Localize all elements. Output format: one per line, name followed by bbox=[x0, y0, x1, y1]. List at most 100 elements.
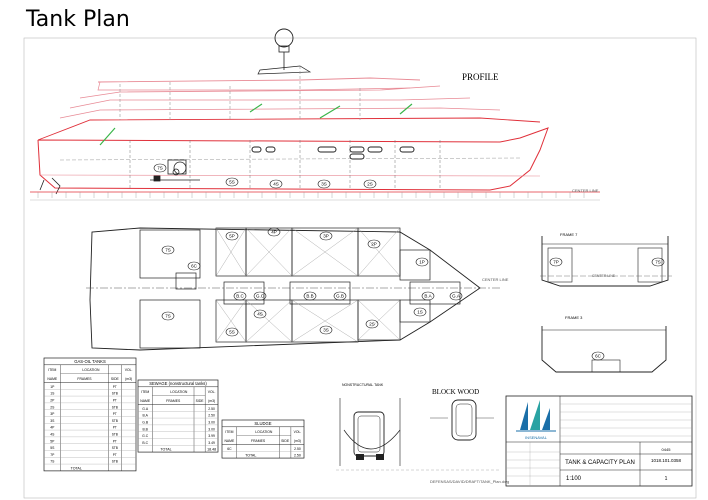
plan-tank-tag-stbd: 5P bbox=[229, 234, 235, 239]
table-header: LOCATION bbox=[255, 430, 273, 434]
table-cell: 3.00 bbox=[208, 427, 215, 431]
profile-center-line-label: CENTER LINE bbox=[572, 188, 599, 193]
table-cell: 3.00 bbox=[208, 420, 215, 424]
section-frame-3: FRAME 3 6C bbox=[541, 315, 667, 373]
table-cell: 2.50 bbox=[208, 407, 215, 411]
table-cell: 5P bbox=[50, 439, 55, 443]
plan-tank-tag-center: B.A bbox=[424, 294, 431, 299]
table-title: SEWAGE (nonstructural tanks) bbox=[149, 381, 207, 386]
plan-tank-tag-port: 7S bbox=[165, 314, 171, 319]
table-total-label: TOTAL bbox=[160, 448, 171, 452]
table-cell: 7P bbox=[50, 453, 55, 457]
project-number: 0445 bbox=[662, 447, 672, 452]
table-cell: STB bbox=[112, 405, 118, 409]
table-header: FRAMES bbox=[251, 439, 266, 443]
profile-tank-tag: 5S bbox=[229, 180, 235, 185]
table-header: ITEM bbox=[225, 430, 233, 434]
plan-tank-tag-center: G.C bbox=[256, 294, 265, 299]
plan-tank-tag-center: G.A bbox=[452, 294, 460, 299]
drawing-border bbox=[23, 37, 697, 499]
table-header: VOL. bbox=[125, 368, 133, 372]
plan-tank-tag-port: 2S bbox=[369, 322, 375, 327]
table-cell: 2.50 bbox=[208, 414, 215, 418]
table-header: (m3) bbox=[294, 439, 301, 443]
table-cell: 4S bbox=[50, 432, 55, 436]
nonstructural-tank-label: NONSTRUCTURAL TANK bbox=[342, 383, 384, 387]
table-cell: 1S bbox=[50, 392, 55, 396]
table-cell: PT bbox=[113, 439, 117, 443]
plan-tank-tag-stbd: 1P bbox=[419, 260, 425, 265]
table-header: SIDE bbox=[196, 399, 205, 403]
table-cell: 1P bbox=[50, 385, 55, 389]
plan-tank-tag-stbd: 7S bbox=[165, 248, 171, 253]
plan-tank-tag-stbd: 4P bbox=[271, 230, 277, 235]
company-name: INSENAVAL bbox=[525, 435, 548, 440]
table-total-value: 2.50 bbox=[294, 454, 301, 458]
table-header: NAME bbox=[47, 377, 58, 381]
plan-tank-tag-stbd: 6C bbox=[191, 264, 198, 269]
table-cell: STB bbox=[112, 392, 118, 396]
sewage-table: SEWAGE (nonstructural tanks)ITEMNAMELOCA… bbox=[137, 379, 219, 453]
block-wood-label: BLOCK WOOD bbox=[432, 388, 479, 396]
table-header: LOCATION bbox=[170, 390, 188, 394]
section-1-center-line: CENTER LINE bbox=[592, 274, 616, 278]
table-cell: PT bbox=[113, 412, 117, 416]
table-cell: 3S bbox=[50, 419, 55, 423]
plan-tank-tag-center: B.B bbox=[306, 294, 313, 299]
table-header: (m3) bbox=[208, 399, 215, 403]
table-total-value: 18.48 bbox=[207, 448, 216, 452]
sheet-number: 1 bbox=[665, 476, 668, 482]
table-header: ITEM bbox=[48, 368, 56, 372]
table-cell: PT bbox=[113, 426, 117, 430]
profile-tank-tag: 2S bbox=[367, 182, 373, 187]
profile-tank-tag: 7S bbox=[157, 166, 163, 171]
table-cell: STB bbox=[112, 432, 118, 436]
table-header: (m3) bbox=[125, 377, 132, 381]
plan-tank-tag-port: 3S bbox=[323, 328, 329, 333]
drawing-title: TANK & CAPACITY PLAN bbox=[565, 460, 635, 466]
slide-title: Tank Plan bbox=[26, 7, 130, 32]
table-cell: 3.99 bbox=[208, 434, 215, 438]
table-total-label: TOTAL bbox=[71, 466, 82, 470]
table-header: VOL. bbox=[294, 430, 302, 434]
table-cell: 4P bbox=[50, 426, 55, 430]
table-total-label: TOTAL bbox=[245, 454, 256, 458]
table-cell: STB bbox=[112, 460, 118, 464]
section-2-title: FRAME 3 bbox=[565, 315, 583, 320]
table-cell: STB bbox=[112, 419, 118, 423]
table-cell: 3P bbox=[50, 412, 55, 416]
section-1-title: FRAME 7 bbox=[560, 232, 578, 237]
plan-tank-tag-stbd: 3P bbox=[323, 234, 329, 239]
table-cell: 2S bbox=[50, 405, 55, 409]
table-cell: PT bbox=[113, 385, 117, 389]
table-cell: G.A bbox=[142, 407, 149, 411]
section-frame-7: FRAME 7 CENTER LINE 7P 7S bbox=[540, 232, 672, 287]
drawing-scale: 1:100 bbox=[566, 476, 582, 482]
table-title: GAS-OIL TANKS bbox=[74, 359, 106, 364]
table-cell: STB bbox=[112, 446, 118, 450]
section-tank-tag: 7P bbox=[553, 260, 559, 265]
table-cell: B.C bbox=[142, 441, 148, 445]
table-cell: PT bbox=[113, 453, 117, 457]
table-header: LOCATION bbox=[82, 368, 100, 372]
table-header: NAME bbox=[224, 439, 235, 443]
table-cell: PT bbox=[113, 398, 117, 402]
table-cell: B.A bbox=[142, 414, 148, 418]
table-title: SLUDGE bbox=[254, 421, 271, 426]
plan-tank-tag-center: G.B bbox=[336, 294, 344, 299]
table-header: FRAMES bbox=[166, 399, 181, 403]
section-tank-tag: 6C bbox=[595, 354, 602, 359]
table-cell: G.B bbox=[142, 420, 149, 424]
table-cell: B.B bbox=[142, 427, 148, 431]
plan-tank-tag-port: 4S bbox=[257, 312, 263, 317]
section-tank-tag: 7S bbox=[655, 260, 661, 265]
plan-tank-tag-stbd: 2P bbox=[371, 242, 377, 247]
frame-ruler bbox=[37, 192, 585, 198]
title-block: INSENAVAL TANK & CAPACITY PLAN 1:100 044… bbox=[505, 395, 693, 487]
table-cell: 5S bbox=[50, 446, 55, 450]
